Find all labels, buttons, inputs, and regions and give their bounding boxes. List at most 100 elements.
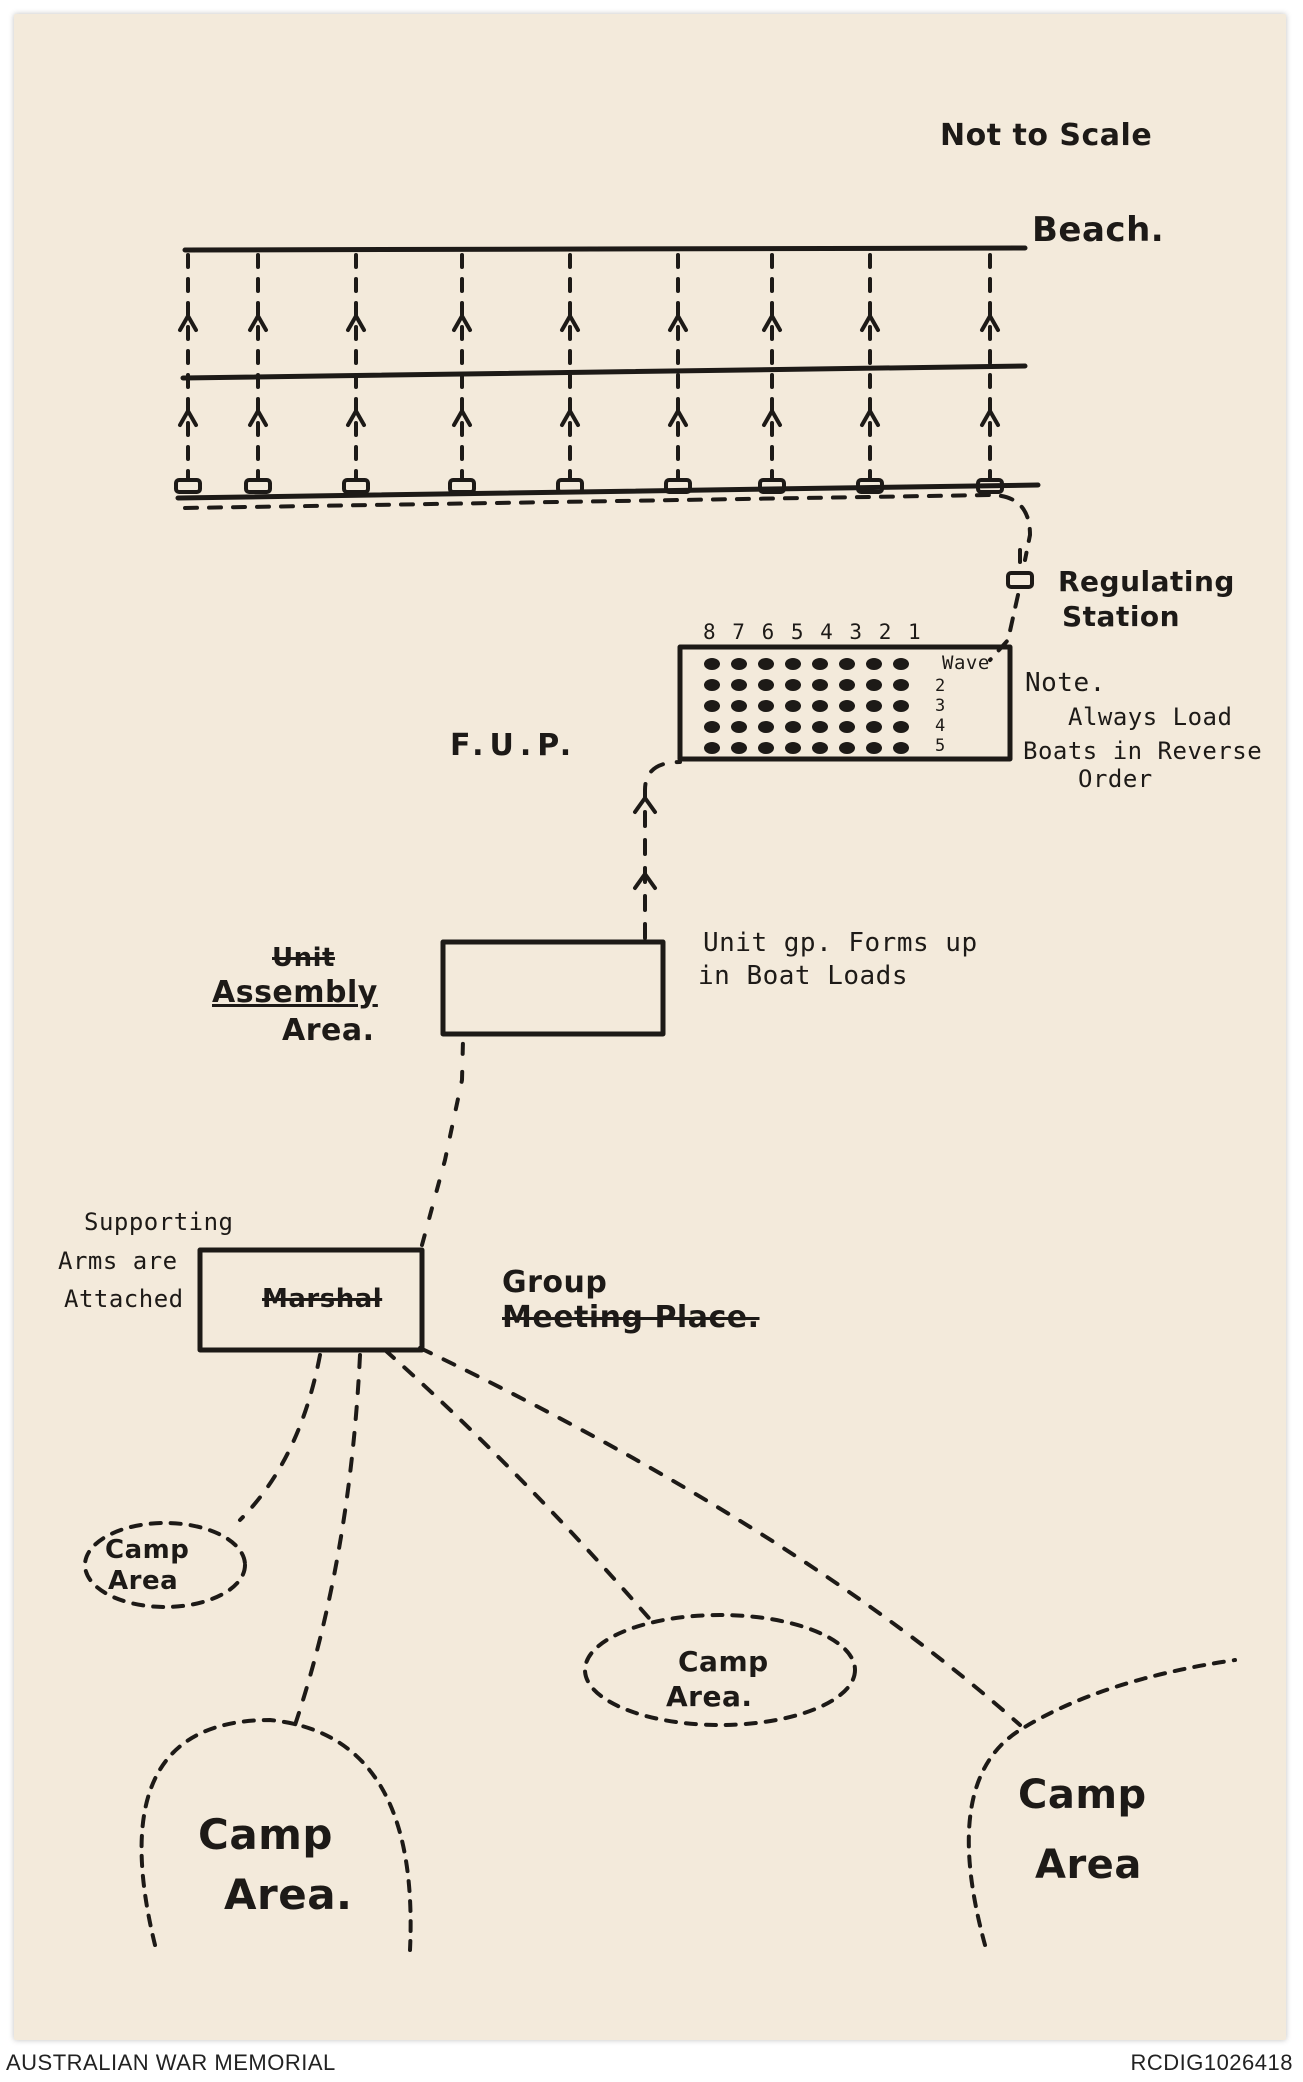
boat-load-dot bbox=[758, 721, 774, 733]
fup-label: F.U.P. bbox=[450, 728, 578, 763]
boat-load-dot bbox=[839, 742, 855, 754]
supporting-line-2: Arms are bbox=[58, 1247, 178, 1275]
boat-load-dot bbox=[893, 679, 909, 691]
boat-load-dot bbox=[866, 700, 882, 712]
boat-load-dot bbox=[893, 700, 909, 712]
boat-load-dot bbox=[731, 700, 747, 712]
boat-load-dot bbox=[731, 721, 747, 733]
marshal-box bbox=[197, 1247, 425, 1353]
supporting-line-3: Attached bbox=[64, 1285, 184, 1313]
assembly-label: Assembly bbox=[212, 975, 378, 1010]
boat-load-dot bbox=[731, 658, 747, 670]
lane-arrow bbox=[452, 314, 472, 332]
wave-row-3: 3 bbox=[935, 696, 946, 716]
boat-load-dot bbox=[839, 721, 855, 733]
boat-load-dot bbox=[704, 679, 720, 691]
wave-numbers: 8 7 6 5 4 3 2 1 bbox=[703, 620, 923, 644]
boat-load-dot bbox=[866, 679, 882, 691]
lane-arrow bbox=[178, 314, 198, 332]
marshal-label: Marshal bbox=[262, 1284, 383, 1314]
fup-box bbox=[677, 644, 1013, 762]
boat-load-dot bbox=[785, 679, 801, 691]
lane-arrow bbox=[452, 409, 472, 427]
camp-area-2-line-2: Area. bbox=[666, 1680, 753, 1713]
boat-load-dot bbox=[866, 721, 882, 733]
route-assembly-to-fup bbox=[643, 760, 682, 940]
boat-lanes bbox=[174, 253, 1004, 494]
assembly-area-box bbox=[440, 939, 666, 1037]
boat-load-dot bbox=[785, 700, 801, 712]
routes-from-camps bbox=[238, 1346, 1022, 1727]
boat-load-dot bbox=[758, 679, 774, 691]
boat-load-dot bbox=[812, 700, 828, 712]
camp-area-4-line-1: Camp bbox=[1018, 1772, 1147, 1818]
boat-load-dot bbox=[785, 658, 801, 670]
regulating-station-marker bbox=[1006, 548, 1034, 589]
wave-row-2: 2 bbox=[935, 676, 946, 696]
lane-arrow bbox=[178, 409, 198, 427]
beach-label: Beach. bbox=[1032, 210, 1165, 250]
boat-marker bbox=[856, 478, 884, 494]
boat-load-dot bbox=[839, 658, 855, 670]
boat-lane bbox=[244, 253, 272, 494]
note-line-3: Boats in Reverse bbox=[1023, 737, 1263, 765]
camp-area-2-line-1: Camp bbox=[678, 1645, 769, 1678]
wave-row-4: 4 bbox=[935, 716, 946, 736]
footer-institution: AUSTRALIAN WAR MEMORIAL bbox=[6, 2050, 336, 2075]
lane-arrow bbox=[860, 409, 880, 427]
supporting-line-1: Supporting bbox=[84, 1208, 234, 1236]
boat-load-dot bbox=[704, 700, 720, 712]
boat-marker bbox=[758, 478, 786, 494]
lane-arrow bbox=[346, 409, 366, 427]
camp-area-1-line-1: Camp bbox=[105, 1535, 190, 1565]
unit-label: Unit bbox=[272, 943, 335, 973]
area-label: Area. bbox=[282, 1013, 375, 1048]
beach-line bbox=[182, 245, 1028, 253]
wave-row-5: 5 bbox=[935, 736, 946, 756]
boat-load-dot bbox=[812, 679, 828, 691]
boat-lane bbox=[556, 253, 584, 494]
boat-load-dots bbox=[704, 658, 909, 754]
boat-load-dot bbox=[893, 658, 909, 670]
unit-gp-line-2: in Boat Loads bbox=[698, 961, 908, 991]
lane-arrow bbox=[560, 314, 580, 332]
note-line-4: Order bbox=[1078, 765, 1153, 793]
boat-lane bbox=[174, 253, 202, 494]
boat-load-dot bbox=[866, 658, 882, 670]
boat-marker bbox=[244, 478, 272, 494]
boat-lane bbox=[342, 253, 370, 494]
regulating-station-label-1: Regulating bbox=[1058, 565, 1235, 598]
boat-load-dot bbox=[731, 742, 747, 754]
boat-load-dot bbox=[866, 742, 882, 754]
lane-arrow bbox=[668, 314, 688, 332]
boat-load-dot bbox=[731, 679, 747, 691]
lane-arrow bbox=[560, 409, 580, 427]
route-marshal-to-assembly bbox=[420, 1038, 465, 1247]
boat-load-dot bbox=[785, 742, 801, 754]
group-label-1: Group bbox=[502, 1265, 608, 1300]
boat-marker bbox=[664, 478, 692, 494]
camp-area-3-line-1: Camp bbox=[198, 1810, 333, 1859]
lane-arrow bbox=[346, 314, 366, 332]
footer-catalog-id: RCDIG1026418 bbox=[1130, 2050, 1293, 2075]
boat-marker bbox=[976, 478, 1004, 494]
boat-load-dot bbox=[704, 721, 720, 733]
boat-load-dot bbox=[758, 742, 774, 754]
boat-load-dot bbox=[839, 679, 855, 691]
paper-sheet bbox=[14, 14, 1286, 2040]
group-label-2: Meeting Place. bbox=[502, 1300, 760, 1335]
route-arrows-fup bbox=[633, 796, 657, 890]
boat-marker bbox=[174, 478, 202, 494]
camp-area-3-line-2: Area. bbox=[224, 1870, 353, 1919]
lane-arrow bbox=[860, 314, 880, 332]
boat-load-dot bbox=[704, 658, 720, 670]
boat-load-dot bbox=[812, 742, 828, 754]
boat-lane bbox=[758, 253, 786, 494]
note-line-1: Note. bbox=[1025, 668, 1106, 698]
wave-label: Wave bbox=[942, 652, 990, 674]
not-to-scale-label: Not to Scale bbox=[940, 118, 1153, 153]
boat-load-dot bbox=[812, 658, 828, 670]
camp-area-1-line-2: Area bbox=[108, 1566, 179, 1596]
note-line-2: Always Load bbox=[1068, 703, 1233, 731]
